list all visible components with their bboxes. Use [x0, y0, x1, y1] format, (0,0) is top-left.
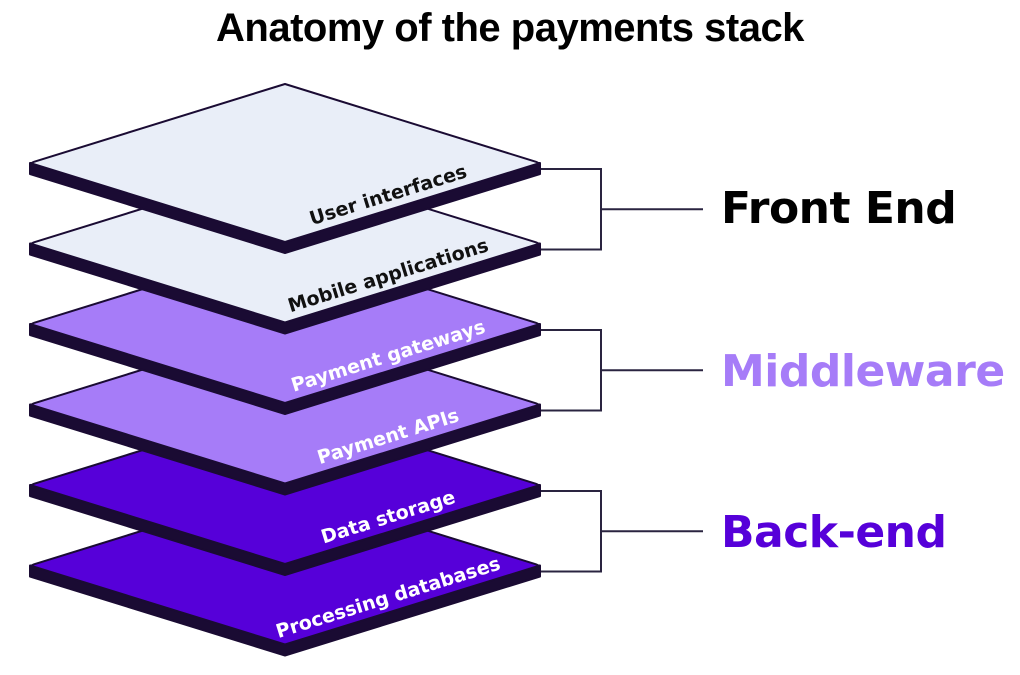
group-label-middleware: Middleware [721, 346, 1005, 397]
bracket-front [540, 168, 703, 251]
layer-user-interfaces: User interfaces [29, 83, 541, 254]
bracket-middle [540, 329, 703, 412]
bracket-back [540, 490, 703, 573]
layer-face [31, 83, 539, 243]
group-label-front-end: Front End [721, 183, 957, 234]
group-label-back-end: Back-end [721, 507, 947, 558]
bracket-line [540, 329, 703, 412]
bracket-line [540, 168, 703, 251]
diagram-title: Anatomy of the payments stack [216, 6, 804, 50]
bracket-line [540, 490, 703, 573]
